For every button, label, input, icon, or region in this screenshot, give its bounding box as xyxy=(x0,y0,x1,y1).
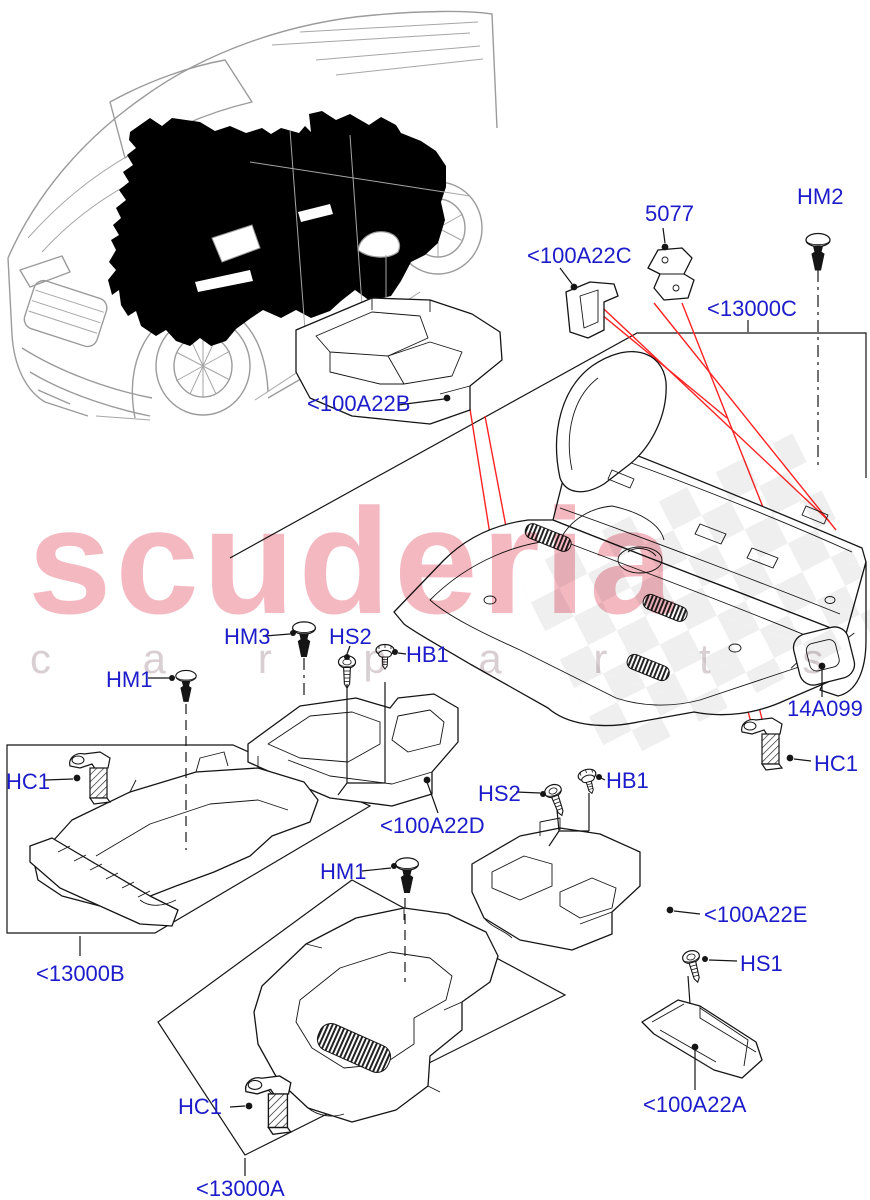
callout-13000a[interactable]: <13000A xyxy=(196,1176,285,1200)
part-13000b xyxy=(29,751,319,927)
callout-hm1-center[interactable]: HM1 xyxy=(320,859,366,884)
hs2-screw-right xyxy=(542,781,571,819)
floor-carpet-highlight xyxy=(108,111,446,346)
callout-5077[interactable]: 5077 xyxy=(645,201,694,226)
callout-13000c[interactable]: <13000C xyxy=(707,296,797,321)
callout-14a099[interactable]: 14A099 xyxy=(787,696,863,721)
hm1-pin-left xyxy=(175,669,197,703)
callout-hm2[interactable]: HM2 xyxy=(797,184,843,209)
callout-hc1-right[interactable]: HC1 xyxy=(814,751,858,776)
callout-hs1[interactable]: HS1 xyxy=(740,951,783,976)
callout-hm3[interactable]: HM3 xyxy=(224,624,270,649)
hm3-pin xyxy=(291,621,317,658)
hm2-pin xyxy=(805,232,831,271)
box-13000b xyxy=(6,744,372,934)
callout-100a22b[interactable]: <100A22B xyxy=(307,391,410,416)
hs2-screw-left xyxy=(337,655,357,689)
part-5077-bracket xyxy=(647,247,695,301)
callout-hs2-left[interactable]: HS2 xyxy=(329,624,372,649)
vehicle-thumbnail xyxy=(7,10,498,421)
callout-hb1-right[interactable]: HB1 xyxy=(606,768,649,793)
hs1-screw xyxy=(680,948,707,985)
part-100a22a xyxy=(641,999,763,1079)
callout-100a22e[interactable]: <100A22E xyxy=(704,902,807,927)
part-100a22b xyxy=(295,297,503,425)
part-13000a xyxy=(253,907,499,1123)
hb1-screw-left xyxy=(375,643,395,670)
hb1-screw-right xyxy=(576,766,602,797)
hm1-pin-bottom xyxy=(394,857,420,894)
callout-hc1-center[interactable]: HC1 xyxy=(178,1094,222,1119)
callout-hb1-left[interactable]: HB1 xyxy=(406,642,449,667)
box-13000c xyxy=(229,332,867,559)
part-100a22e xyxy=(471,817,641,951)
callout-100a22a[interactable]: <100A22A xyxy=(643,1092,747,1117)
callout-13000b[interactable]: <13000B xyxy=(36,961,125,986)
part-100a22c-bracket xyxy=(565,281,619,339)
callout-hc1-left[interactable]: HC1 xyxy=(6,769,50,794)
hc1-clip-right xyxy=(741,717,783,771)
callout-100a22c[interactable]: <100A22C xyxy=(527,243,632,268)
callout-100a22d[interactable]: <100A22D xyxy=(380,813,485,838)
callout-hs2-right[interactable]: HS2 xyxy=(478,781,521,806)
hc1-clip-bottom xyxy=(244,1075,292,1135)
callout-hm1-left[interactable]: HM1 xyxy=(106,667,152,692)
